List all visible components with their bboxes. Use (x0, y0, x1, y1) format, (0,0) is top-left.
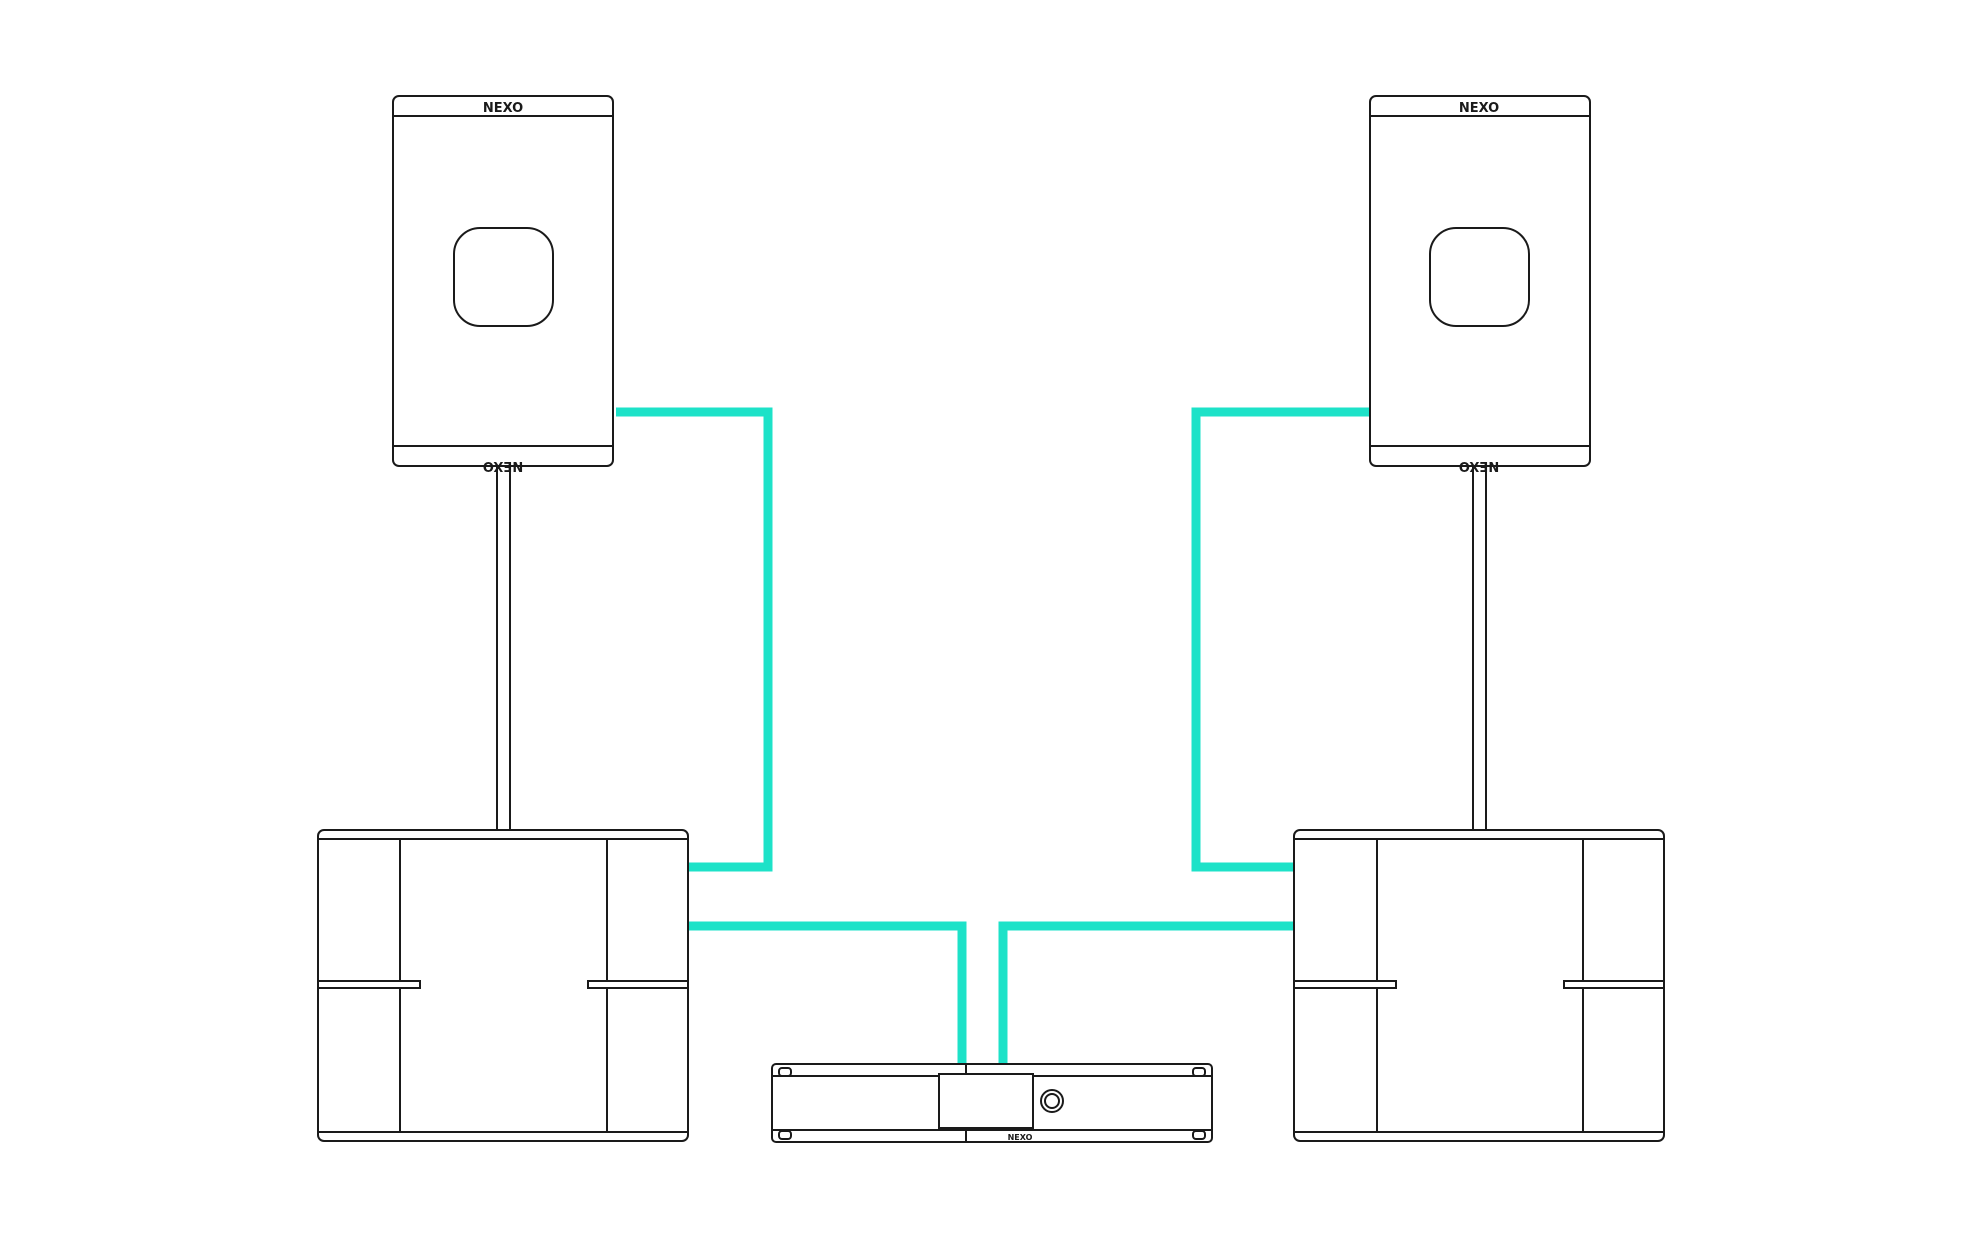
rack-mount-hole (778, 1067, 792, 1077)
sub-handle-right (587, 980, 689, 989)
left-subwoofer (317, 829, 689, 1142)
sub-handle-right (1563, 980, 1665, 989)
amplifier-processor: NEXO (771, 1063, 1213, 1143)
brand-logo-bottom-inverted: NEXO (1459, 458, 1499, 473)
left-speaker-pole (496, 465, 511, 831)
sub-handle-left (317, 980, 421, 989)
brand-logo-bottom-inverted: NEXO (483, 458, 523, 473)
cable-left-speaker-to-left-sub (616, 407, 773, 872)
right-subwoofer (1293, 829, 1665, 1142)
cables (616, 407, 1370, 1064)
right-top-speaker: NEXO NEXO (1369, 95, 1591, 473)
speaker-driver-icon (453, 227, 554, 327)
right-speaker-pole (1472, 465, 1487, 831)
cable-right-sub-to-amplifier (998, 921, 1294, 1064)
left-top-speaker: NEXO NEXO (392, 95, 614, 473)
display-screen (938, 1073, 1034, 1129)
rack-mount-hole (1192, 1130, 1206, 1140)
cable-left-sub-to-amplifier (688, 921, 967, 1064)
rack-mount-hole (1192, 1067, 1206, 1077)
rack-mount-hole (778, 1130, 792, 1140)
brand-logo: NEXO (1008, 1133, 1033, 1142)
brand-logo-top: NEXO (483, 101, 523, 116)
speaker-driver-icon (1429, 227, 1530, 327)
brand-logo-top: NEXO (1459, 101, 1499, 116)
sub-handle-left (1293, 980, 1397, 989)
cable-right-speaker-to-right-sub (1191, 407, 1370, 872)
